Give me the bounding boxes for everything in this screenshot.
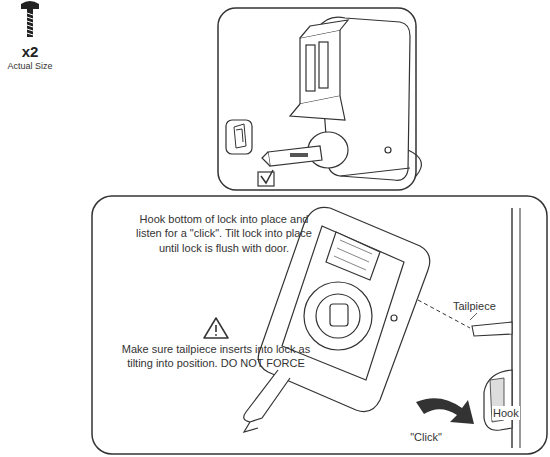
sound-label: "Click" — [396, 430, 456, 444]
part-label: Hook — [492, 406, 520, 420]
instruction-panel: Hook bottom of lock into place and liste… — [92, 196, 547, 454]
door-edge — [472, 208, 520, 448]
tailpiece — [472, 322, 512, 336]
warning-text: Make sure tailpiece inserts into lock as… — [120, 342, 312, 371]
warning-icon — [204, 318, 228, 338]
bottom-panel — [92, 196, 547, 454]
screw-icon — [21, 1, 39, 37]
rotate-arrow — [416, 398, 474, 424]
size-note: Actual Size — [0, 61, 60, 73]
top-panel — [218, 8, 416, 190]
quantity-label: x2 — [12, 42, 48, 62]
lock-front-angled — [244, 207, 430, 432]
lock-back — [262, 17, 421, 180]
part-label: Tailpiece — [452, 299, 497, 313]
inset-detail — [226, 120, 252, 154]
check-box — [258, 170, 274, 186]
instruction-text: Hook bottom of lock into place and liste… — [134, 212, 314, 255]
